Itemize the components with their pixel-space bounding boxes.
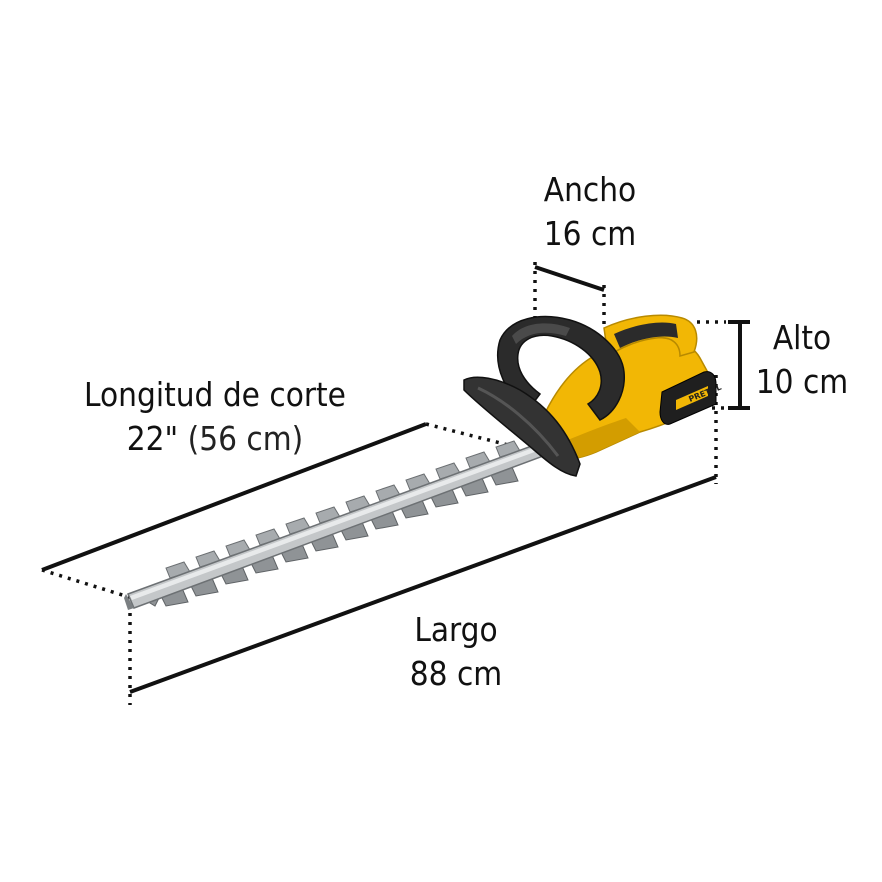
front-handle-highlight <box>512 323 570 344</box>
length-label: Largo 88 cm <box>396 608 516 696</box>
cut-right-extension <box>425 422 513 448</box>
cut-length-dimension-line <box>41 422 427 572</box>
cut-length-label: Longitud de corte 22" (56 cm) <box>70 373 360 461</box>
battery-label <box>676 386 708 410</box>
cut-length-inch: 22" <box>126 419 179 458</box>
width-label-value: 16 cm <box>543 214 637 253</box>
dimension-lines <box>41 262 750 705</box>
width-label-title: Ancho <box>543 170 637 209</box>
rear-handle-grip <box>614 322 678 348</box>
length-label-title: Largo <box>414 610 498 649</box>
cut-left-extension <box>41 568 133 600</box>
cut-length-label-value: 22" (56 cm) <box>70 417 360 461</box>
length-label-value: 88 cm <box>409 654 503 693</box>
cut-length-cm: (56 cm) <box>187 419 304 458</box>
blade-teeth <box>143 466 519 607</box>
height-label-value: 10 cm <box>755 362 849 401</box>
cut-length-label-title: Longitud de corte <box>84 375 346 414</box>
hedge-trimmer: PRETUL <box>124 314 723 610</box>
height-label-title: Alto <box>772 318 832 357</box>
hand-guard <box>463 376 581 477</box>
front-handle <box>496 315 625 421</box>
height-label: Alto 10 cm <box>752 316 852 404</box>
width-dimension-line <box>534 265 605 292</box>
width-label: Ancho 16 cm <box>530 168 650 256</box>
hand-guard-ribs <box>477 386 560 457</box>
length-dimension-line <box>129 475 717 694</box>
blade-teeth-top <box>165 440 521 579</box>
blade-bar-highlight <box>130 442 551 600</box>
blade-tip <box>124 594 134 610</box>
